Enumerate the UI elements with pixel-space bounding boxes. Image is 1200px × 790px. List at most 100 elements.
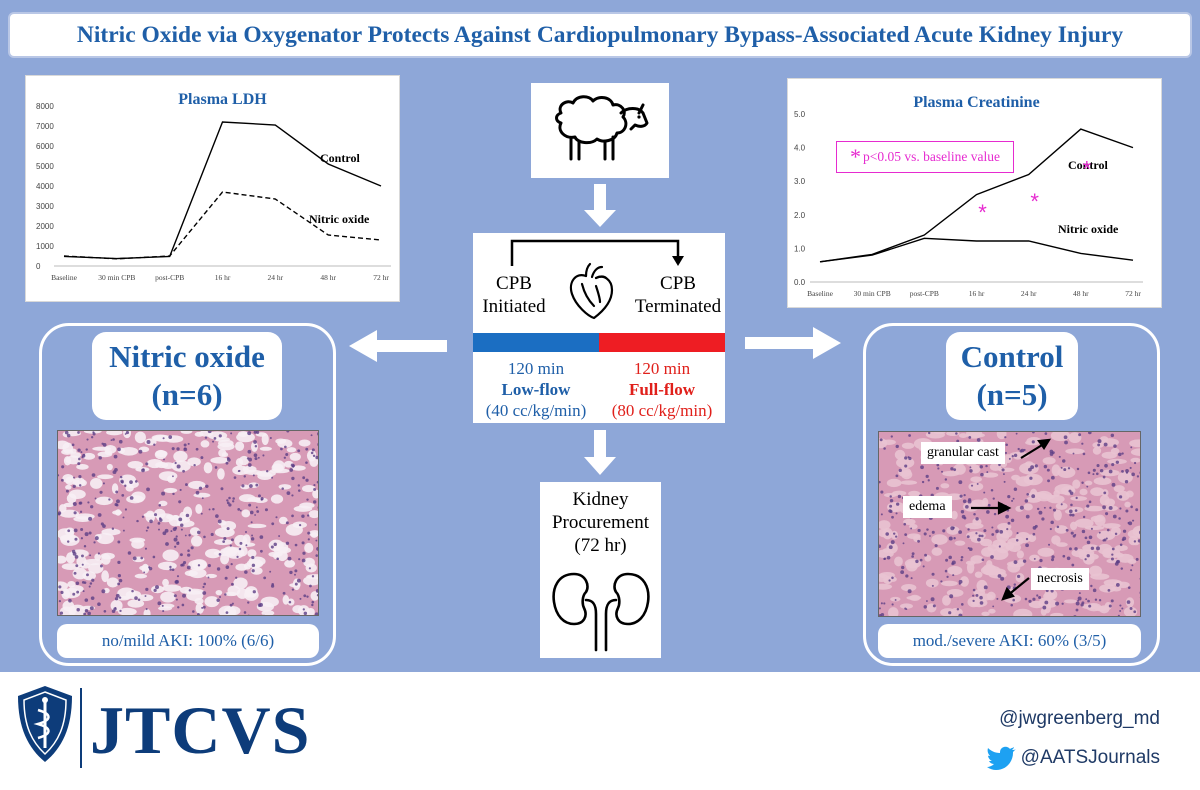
nucleus bbox=[207, 564, 211, 568]
nucleus bbox=[118, 596, 122, 599]
tubule-lumen bbox=[180, 431, 193, 434]
nucleus bbox=[247, 601, 250, 604]
tubule-lumen bbox=[136, 594, 154, 602]
nucleus bbox=[1075, 601, 1080, 606]
nucleus bbox=[226, 499, 229, 502]
tubule-lumen bbox=[1023, 503, 1033, 511]
nitric-oxide-tissue bbox=[58, 431, 318, 615]
nucleus bbox=[1133, 540, 1137, 543]
nucleus bbox=[976, 482, 979, 485]
nucleus bbox=[73, 528, 78, 533]
nucleus bbox=[955, 432, 958, 435]
chart-title: Plasma Creatinine bbox=[913, 94, 1039, 111]
nucleus bbox=[117, 560, 121, 565]
tubule-lumen bbox=[1025, 461, 1034, 467]
nucleus bbox=[956, 608, 960, 611]
nucleus bbox=[1127, 586, 1131, 589]
nucleus bbox=[201, 606, 204, 609]
nucleus bbox=[1118, 452, 1122, 457]
nucleus bbox=[251, 569, 255, 573]
nucleus bbox=[75, 564, 79, 568]
tubule-lumen bbox=[1050, 612, 1064, 616]
tubule-lumen bbox=[1026, 496, 1042, 503]
nucleus bbox=[1135, 557, 1139, 561]
tubule-lumen bbox=[210, 457, 230, 464]
nucleus bbox=[317, 443, 318, 446]
tubule-lumen bbox=[101, 570, 109, 583]
nucleus bbox=[265, 469, 269, 473]
journal-twitter[interactable]: @AATSJournals bbox=[986, 746, 1160, 770]
tubule-lumen bbox=[1090, 515, 1104, 523]
nucleus bbox=[911, 555, 914, 558]
nucleus bbox=[94, 497, 97, 500]
nucleus bbox=[310, 451, 314, 455]
nucleus bbox=[164, 528, 169, 533]
nucleus bbox=[178, 500, 182, 504]
nucleus bbox=[883, 557, 887, 560]
tubule-lumen bbox=[186, 590, 204, 601]
tubule-lumen bbox=[1117, 471, 1133, 484]
nucleus bbox=[316, 480, 318, 484]
nucleus bbox=[203, 582, 207, 586]
nucleus bbox=[225, 565, 230, 569]
nucleus bbox=[1121, 607, 1124, 610]
nucleus bbox=[1013, 487, 1018, 491]
nucleus bbox=[1013, 560, 1018, 565]
nucleus bbox=[182, 469, 185, 473]
necrosis-label: necrosis bbox=[1031, 568, 1089, 590]
nucleus bbox=[149, 519, 153, 524]
nucleus bbox=[891, 603, 894, 606]
kidney-line1: Kidney bbox=[572, 489, 629, 510]
nucleus bbox=[1005, 514, 1010, 519]
nucleus bbox=[932, 604, 936, 608]
tubule-lumen bbox=[970, 499, 986, 508]
tubule-lumen bbox=[101, 528, 121, 536]
nucleus bbox=[161, 491, 166, 496]
significance-star: * bbox=[978, 200, 987, 225]
nucleus bbox=[285, 521, 289, 525]
nucleus bbox=[113, 454, 118, 459]
nucleus bbox=[84, 608, 89, 613]
nucleus bbox=[1081, 529, 1086, 534]
nucleus bbox=[986, 510, 990, 514]
nucleus bbox=[1086, 540, 1091, 545]
nucleus bbox=[923, 532, 927, 536]
nucleus bbox=[1036, 507, 1040, 511]
tubule-lumen bbox=[1027, 534, 1037, 542]
tubule-lumen bbox=[289, 452, 301, 461]
nucleus bbox=[1029, 476, 1033, 480]
nucleus bbox=[68, 598, 72, 603]
nucleus bbox=[218, 434, 222, 438]
tubule-lumen bbox=[204, 596, 220, 608]
nucleus bbox=[145, 462, 149, 466]
nucleus bbox=[153, 443, 156, 446]
nucleus bbox=[1015, 432, 1018, 435]
nucleus bbox=[1032, 432, 1035, 434]
nucleus bbox=[294, 543, 298, 547]
author-handle[interactable]: @jwgreenberg_md bbox=[999, 708, 1160, 729]
nucleus bbox=[91, 578, 95, 582]
nucleus bbox=[66, 433, 71, 438]
nucleus bbox=[183, 443, 187, 447]
tubule-lumen bbox=[1068, 432, 1082, 444]
nucleus bbox=[179, 488, 182, 492]
tubule-lumen bbox=[72, 477, 86, 488]
tubule-lumen bbox=[933, 432, 946, 435]
series-label: Control bbox=[320, 151, 360, 165]
full-flow-bar bbox=[599, 333, 725, 352]
nucleus bbox=[294, 582, 298, 586]
nucleus bbox=[1111, 463, 1115, 467]
nucleus bbox=[174, 526, 178, 530]
y-tick-label: 5.0 bbox=[794, 110, 806, 119]
tubule-lumen bbox=[924, 555, 932, 562]
nucleus bbox=[262, 614, 265, 615]
nucleus bbox=[289, 468, 294, 472]
nucleus bbox=[1060, 466, 1063, 469]
nucleus bbox=[303, 594, 307, 598]
nucleus bbox=[253, 431, 257, 434]
nucleus bbox=[102, 443, 107, 447]
nucleus bbox=[253, 453, 258, 458]
nucleus bbox=[225, 611, 229, 615]
tubule-lumen bbox=[886, 501, 906, 513]
nucleus bbox=[940, 580, 943, 583]
